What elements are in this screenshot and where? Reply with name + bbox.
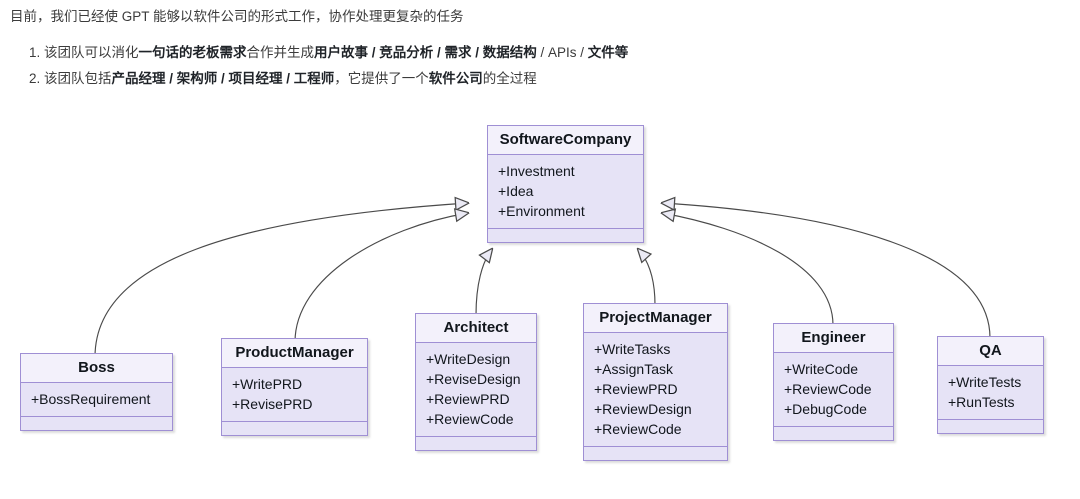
class-attributes: +WriteTasks +AssignTask +ReviewPRD +Revi… — [584, 333, 727, 447]
uml-class-productmanager[interactable]: ProductManager +WritePRD +RevisePRD — [221, 338, 368, 436]
class-attributes: +WriteDesign +ReviseDesign +ReviewPRD +R… — [416, 343, 536, 437]
edge-projectmanager-to-softwarecompany — [638, 249, 656, 306]
class-attribute: +ReviewDesign — [594, 401, 692, 417]
class-name: Boss — [21, 354, 172, 383]
class-name: ProjectManager — [584, 304, 727, 333]
uml-class-boss[interactable]: Boss +BossRequirement — [20, 353, 173, 431]
edge-architect-to-softwarecompany — [475, 249, 492, 316]
class-methods-empty — [21, 417, 172, 430]
list-item: 该团队包括产品经理 / 架构师 / 项目经理 / 工程师，它提供了一个软件公司的… — [44, 66, 628, 92]
class-attribute: +WriteTasks — [594, 341, 671, 357]
class-attributes: +WriteTests +RunTests — [938, 366, 1043, 420]
class-name: Engineer — [774, 324, 893, 353]
class-attribute: +WritePRD — [232, 376, 303, 392]
class-attribute: +RunTests — [948, 394, 1015, 410]
uml-class-engineer[interactable]: Engineer +WriteCode +ReviewCode +DebugCo… — [773, 323, 894, 441]
list-item-text: 该团队包括产品经理 / 架构师 / 项目经理 / 工程师，它提供了一个软件公司的… — [44, 71, 537, 86]
class-attribute: +BossRequirement — [31, 391, 151, 407]
class-attributes: +Investment +Idea +Environment — [488, 155, 643, 229]
class-methods-empty — [488, 229, 643, 242]
class-attributes: +WriteCode +ReviewCode +DebugCode — [774, 353, 893, 427]
uml-class-diagram: SoftwareCompany +Investment +Idea +Envir… — [0, 110, 1080, 499]
class-attribute: +WriteTests — [948, 374, 1022, 390]
class-methods-empty — [774, 427, 893, 440]
class-attribute: +RevisePRD — [232, 396, 313, 412]
class-attribute: +WriteDesign — [426, 351, 511, 367]
class-attribute: +Idea — [498, 183, 534, 199]
feature-list: 该团队可以消化一句话的老板需求合作并生成用户故事 / 竞品分析 / 需求 / 数… — [10, 40, 628, 92]
class-attribute: +AssignTask — [594, 361, 673, 377]
uml-class-softwarecompany[interactable]: SoftwareCompany +Investment +Idea +Envir… — [487, 125, 644, 243]
class-name: QA — [938, 337, 1043, 366]
class-attribute: +ReviewCode — [784, 381, 872, 397]
edge-boss-to-softwarecompany — [94, 203, 468, 358]
class-attribute: +ReviseDesign — [426, 371, 521, 387]
intro-paragraph: 目前，我们已经使 GPT 能够以软件公司的形式工作，协作处理更复杂的任务 — [10, 9, 464, 24]
class-attribute: +ReviewPRD — [426, 391, 510, 407]
class-name: ProductManager — [222, 339, 367, 368]
class-attributes: +BossRequirement — [21, 383, 172, 417]
class-attributes: +WritePRD +RevisePRD — [222, 368, 367, 422]
class-attribute: +Investment — [498, 163, 575, 179]
uml-class-architect[interactable]: Architect +WriteDesign +ReviseDesign +Re… — [415, 313, 537, 451]
class-name: SoftwareCompany — [488, 126, 643, 155]
list-item-text: 该团队可以消化一句话的老板需求合作并生成用户故事 / 竞品分析 / 需求 / 数… — [44, 45, 629, 60]
class-attribute: +DebugCode — [784, 401, 867, 417]
class-methods-empty — [222, 422, 367, 435]
class-methods-empty — [584, 447, 727, 460]
class-attribute: +WriteCode — [784, 361, 859, 377]
uml-class-projectmanager[interactable]: ProjectManager +WriteTasks +AssignTask +… — [583, 303, 728, 461]
class-methods-empty — [938, 420, 1043, 433]
uml-class-qa[interactable]: QA +WriteTests +RunTests — [937, 336, 1044, 434]
class-methods-empty — [416, 437, 536, 450]
class-attribute: +ReviewCode — [594, 421, 682, 437]
class-attribute: +ReviewCode — [426, 411, 514, 427]
class-name: Architect — [416, 314, 536, 343]
class-attribute: +Environment — [498, 203, 585, 219]
list-item: 该团队可以消化一句话的老板需求合作并生成用户故事 / 竞品分析 / 需求 / 数… — [44, 40, 628, 66]
class-attribute: +ReviewPRD — [594, 381, 678, 397]
